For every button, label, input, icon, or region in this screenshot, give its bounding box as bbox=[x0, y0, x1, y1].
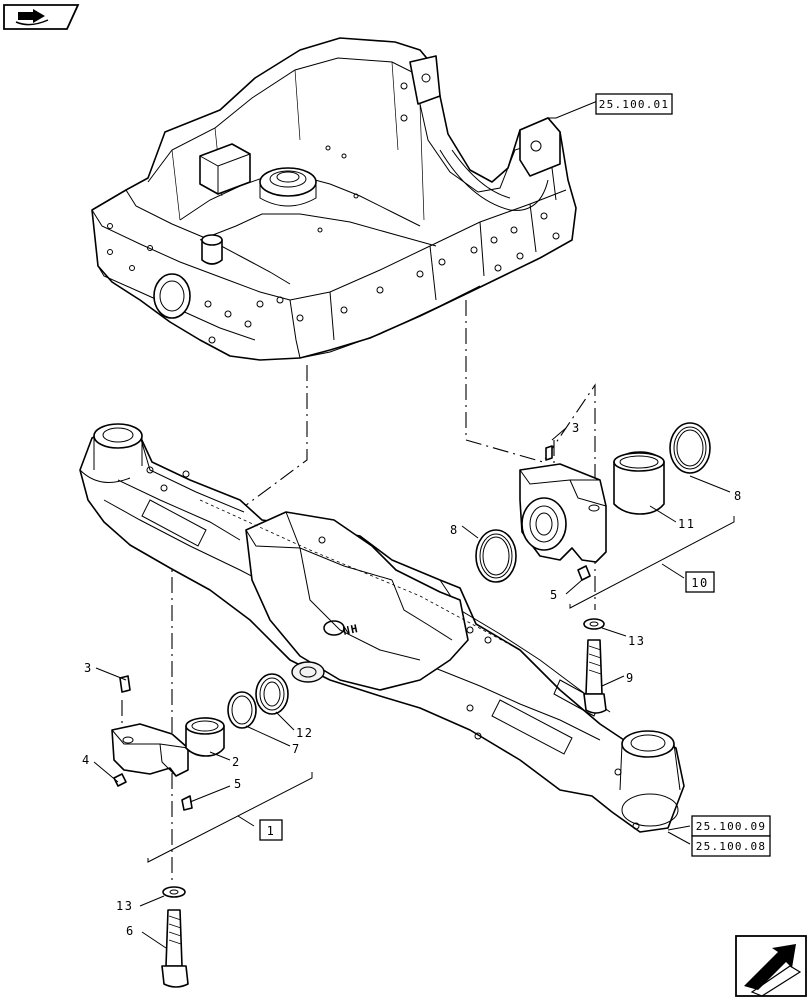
group-bracket-left bbox=[147, 772, 313, 863]
group-left-text: 1 bbox=[267, 824, 276, 838]
left-bracket-kit bbox=[111, 673, 289, 988]
right-bracket-kit bbox=[475, 422, 711, 714]
callout-2: 2 bbox=[232, 755, 241, 769]
callout-9: 9 bbox=[626, 671, 635, 685]
book-arrow-icon[interactable] bbox=[3, 4, 80, 30]
ref-box-frame[interactable]: 25.100.01 bbox=[595, 93, 673, 115]
ref-box-axle-top[interactable]: 25.100.09 bbox=[691, 815, 771, 837]
ref-box-axle-bottom[interactable]: 25.100.08 bbox=[691, 835, 771, 857]
frame-bolt-holes bbox=[107, 82, 560, 344]
next-page-arrow-icon[interactable] bbox=[735, 935, 807, 997]
callout-5-right: 5 bbox=[550, 588, 559, 602]
group-box-right[interactable]: 10 bbox=[685, 571, 715, 593]
svg-text:NH: NH bbox=[342, 622, 360, 638]
callout-labels: 3 8 8 11 5 13 9 3 4 2 7 12 5 13 6 bbox=[82, 421, 743, 938]
group-right-text: 10 bbox=[691, 576, 708, 590]
callout-3-left: 3 bbox=[84, 661, 93, 675]
callout-13-left: 13 bbox=[116, 899, 133, 913]
callout-12: 12 bbox=[296, 726, 313, 740]
callout-3-top: 3 bbox=[572, 421, 581, 435]
callout-13-right: 13 bbox=[628, 634, 645, 648]
cnh-logo: NH bbox=[323, 620, 360, 638]
callout-4: 4 bbox=[82, 753, 91, 767]
ref-axle-top-text: 25.100.09 bbox=[696, 820, 766, 833]
callout-7: 7 bbox=[292, 742, 301, 756]
callout-8-left: 8 bbox=[450, 523, 459, 537]
callout-6: 6 bbox=[126, 924, 135, 938]
callout-11: 11 bbox=[678, 517, 695, 531]
group-box-left[interactable]: 1 bbox=[259, 819, 283, 841]
ref-frame-text: 25.100.01 bbox=[599, 98, 669, 111]
ref-axle-bottom-text: 25.100.08 bbox=[696, 840, 766, 853]
group-bracket-right bbox=[569, 516, 735, 609]
callout-8-right: 8 bbox=[734, 489, 743, 503]
front-frame bbox=[91, 37, 577, 361]
front-axle: NH bbox=[79, 423, 685, 833]
leader-lines bbox=[93, 99, 731, 949]
callout-5-left: 5 bbox=[234, 777, 243, 791]
